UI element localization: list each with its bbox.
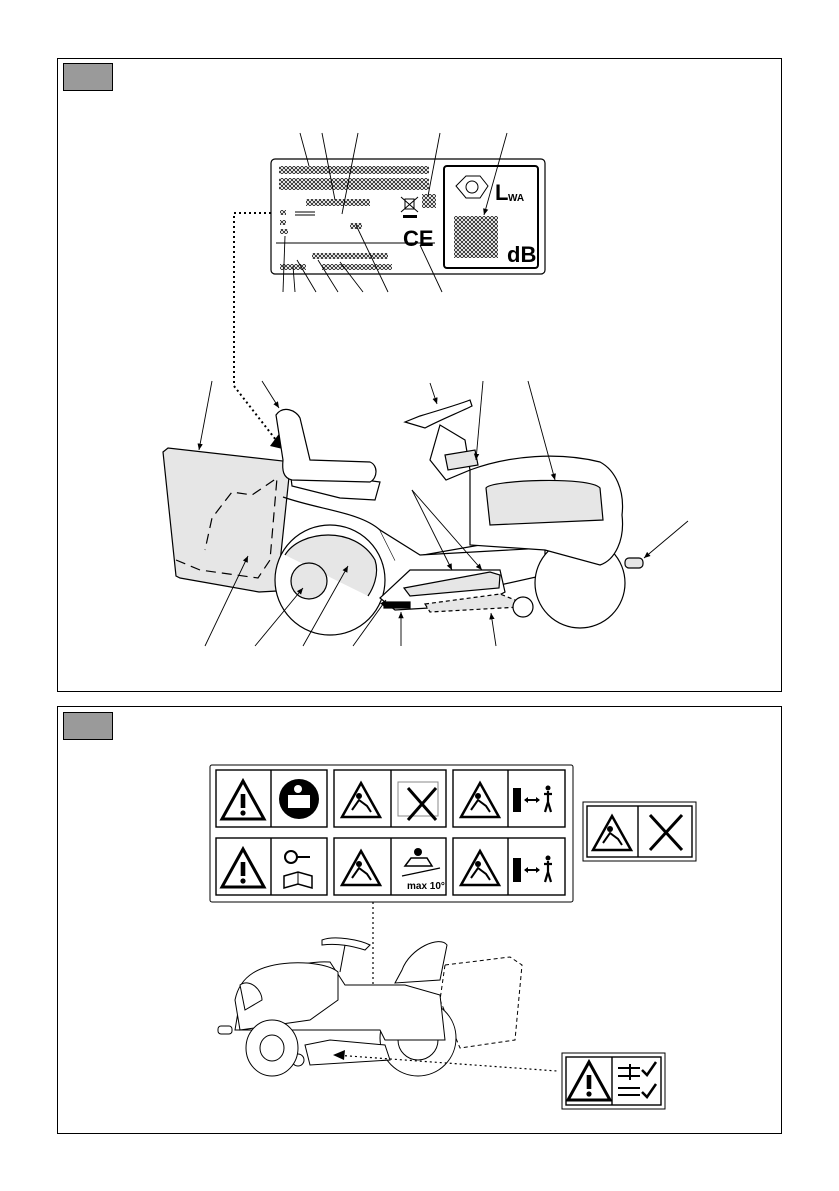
no-passenger-icon: [398, 782, 438, 820]
tractor-front-view: [218, 938, 522, 1076]
safety-decal-sheet: max 10°: [210, 765, 573, 902]
max-slope-text: max 10°: [407, 881, 445, 892]
decal-disengage-check: [562, 1053, 665, 1109]
standalone-decal-thrown: [583, 802, 696, 861]
read-manual-icon: [279, 779, 319, 819]
